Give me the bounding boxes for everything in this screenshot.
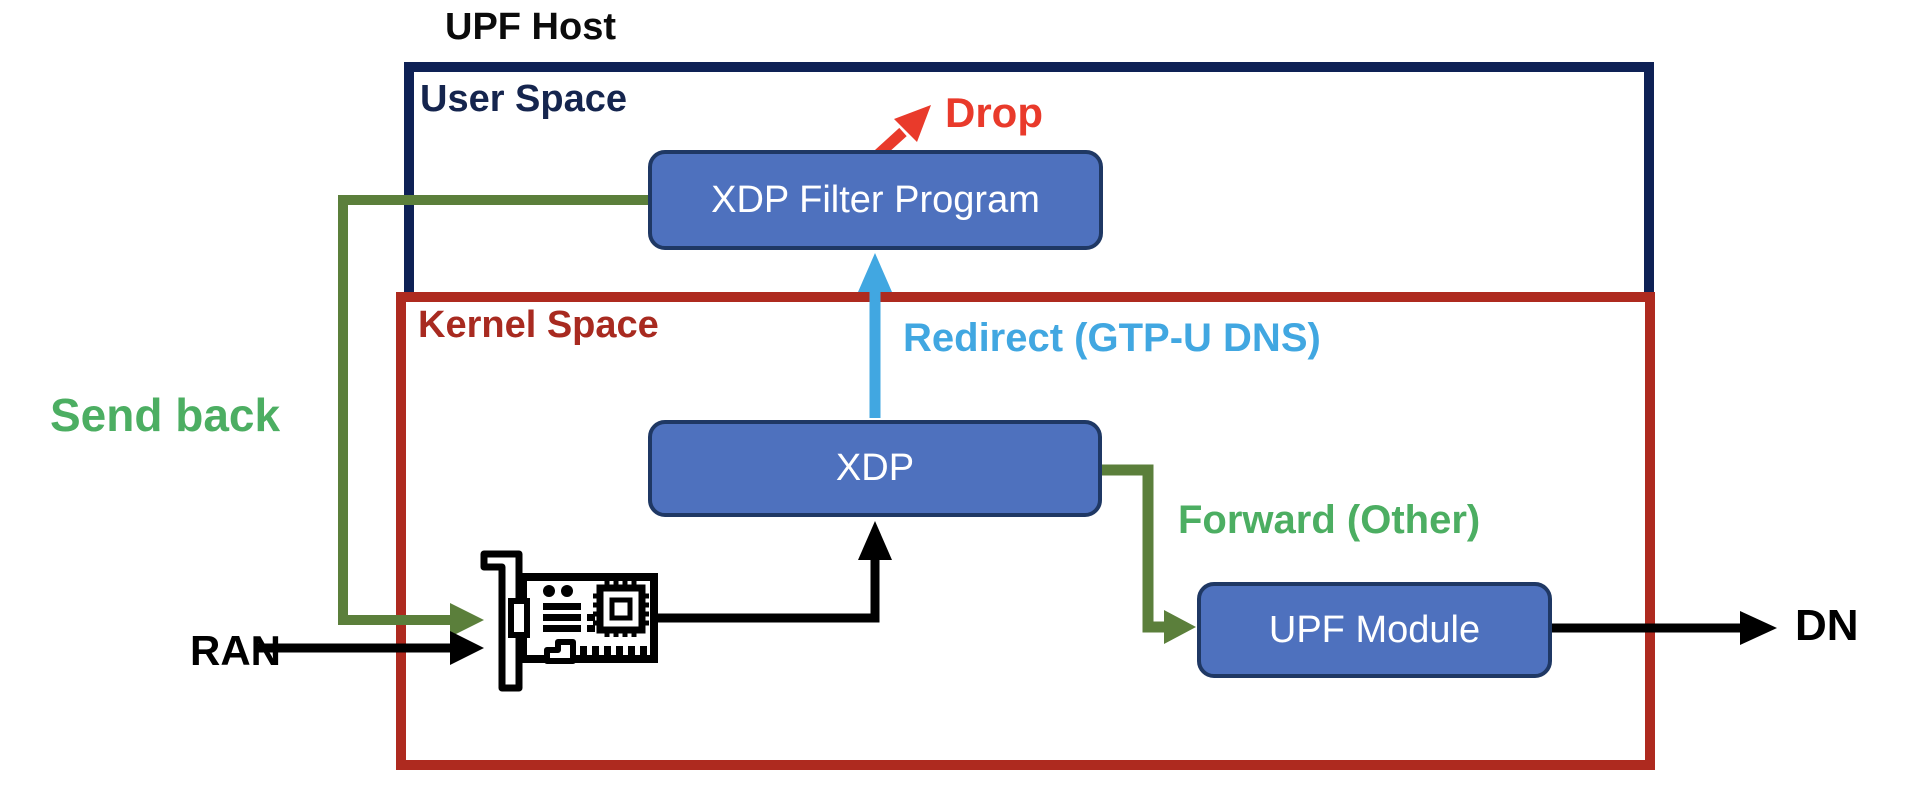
xdp-label: XDP [835, 447, 915, 489]
ran-arrow [255, 631, 484, 665]
ran-label: RAN [190, 627, 281, 674]
redirect-label: Redirect (GTP-U DNS) [903, 316, 1321, 360]
forward-label: Forward (Other) [1178, 498, 1481, 542]
drop-label: Drop [945, 89, 1043, 136]
dn-arrow [1552, 611, 1777, 645]
diagram-title: UPF Host [445, 6, 616, 48]
user-space-label: User Space [420, 78, 628, 120]
xdp-filter-program-node: XDP Filter Program [648, 150, 1103, 250]
nic-to-xdp-arrow [657, 521, 892, 623]
nic-icon [480, 550, 658, 692]
redirect-arrow [858, 253, 892, 418]
kernel-space-region [396, 292, 1655, 770]
upf-module-label: UPF Module [1268, 608, 1481, 651]
upf-module-node: UPF Module [1197, 582, 1552, 678]
send-back-arrow [338, 195, 648, 637]
dn-label: DN [1795, 601, 1859, 650]
xdp-filter-program-label: XDP Filter Program [711, 178, 1040, 221]
forward-arrow [1102, 464, 1196, 644]
kernel-space-label: Kernel Space [418, 304, 659, 346]
xdp-node: XDP [648, 420, 1102, 517]
send-back-label: Send back [50, 389, 281, 441]
